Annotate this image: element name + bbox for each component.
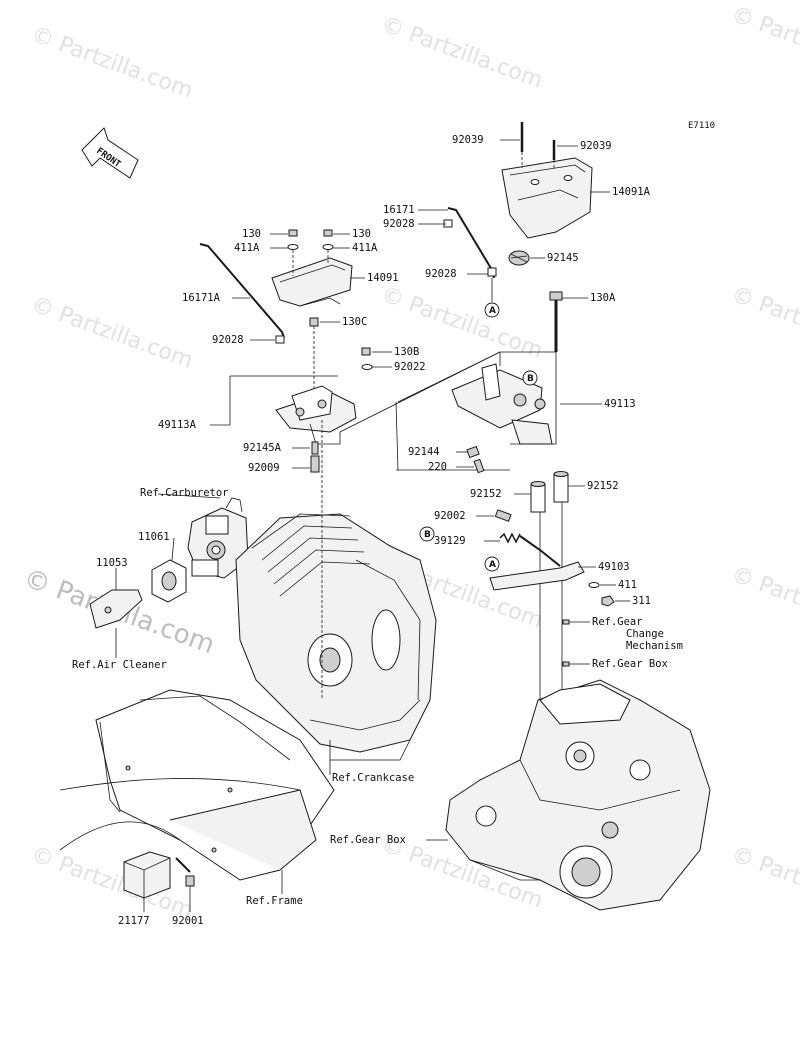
part-label: 92145A xyxy=(243,442,282,454)
crankcase-engine-icon xyxy=(235,420,437,761)
cover-14091a-icon xyxy=(501,157,593,239)
bolt-130-icon xyxy=(287,229,334,276)
gear-box-icon xyxy=(445,679,711,911)
part-label: 92152 xyxy=(470,488,502,500)
watermark: © Partzilla.com xyxy=(28,842,196,924)
bracket-11053-icon xyxy=(89,589,143,629)
part-label: 92028 xyxy=(383,218,415,230)
ref-label: Ref.Gear xyxy=(592,616,643,628)
bolt-130b-icon xyxy=(361,347,373,370)
ref-label: Ref.Carburetor xyxy=(140,487,229,499)
module-21177-icon xyxy=(123,851,171,899)
part-label: 92028 xyxy=(425,268,457,280)
part-label: 11053 xyxy=(96,557,128,569)
part-label: 21177 xyxy=(118,915,150,927)
frame-icon xyxy=(59,689,335,881)
tube-92152-icon xyxy=(530,471,569,513)
watermark: © Partzilla.com xyxy=(728,2,800,84)
part-label: 14091 xyxy=(367,272,399,284)
nut-311-icon xyxy=(601,595,615,607)
part-label: 311 xyxy=(632,595,651,607)
ref-label: Ref.Gear Box xyxy=(330,834,406,846)
part-label: 11061 xyxy=(138,531,170,543)
part-label: 92002 xyxy=(434,510,466,522)
part-label: 14091A xyxy=(612,186,651,198)
watermark: © Partzilla.com xyxy=(728,282,800,364)
lever-49103-icon xyxy=(489,535,585,591)
part-label: 92022 xyxy=(394,361,426,373)
ref-label: Ref.Gear Box xyxy=(592,658,668,670)
ref-label: Ref.Crankcase xyxy=(332,772,414,784)
rod-16171-icon xyxy=(443,207,497,279)
front-arrow-icon: FRONT xyxy=(81,127,139,179)
part-label: 49113A xyxy=(158,419,197,431)
part-label: 130B xyxy=(394,346,419,358)
part-label: 411A xyxy=(234,242,260,254)
part-label: 130 xyxy=(352,228,371,240)
spring-39129-icon xyxy=(499,532,521,544)
carburetor-icon xyxy=(187,497,249,579)
callout-b-label: B xyxy=(527,374,534,384)
part-label: 92001 xyxy=(172,915,204,927)
part-label: 130C xyxy=(342,316,367,328)
callout-a xyxy=(484,556,500,572)
part-label: 49103 xyxy=(598,561,630,573)
watermark: © Partzilla.com xyxy=(728,842,800,924)
watermark: © Partzilla.com xyxy=(28,292,196,374)
ref-label: Ref.Frame xyxy=(246,895,303,907)
part-label: 16171A xyxy=(182,292,221,304)
spring-92145-icon xyxy=(508,250,530,266)
part-label: 92039 xyxy=(580,140,612,152)
callout-b xyxy=(522,370,538,386)
part-label: 92028 xyxy=(212,334,244,346)
diagram-code: E7110 xyxy=(688,121,715,131)
callout-a-label: A xyxy=(489,306,496,316)
spring-92145a-icon xyxy=(310,441,320,473)
part-label: 39129 xyxy=(434,535,466,547)
callout-a xyxy=(484,302,500,318)
part-label: 92009 xyxy=(248,462,280,474)
ref-label: Mechanism xyxy=(626,640,683,652)
part-label: 49113 xyxy=(604,398,636,410)
callout-b xyxy=(419,526,435,542)
callout-a-label: A xyxy=(489,560,496,570)
part-label: 92144 xyxy=(408,446,440,458)
rod-16171a-icon xyxy=(199,243,285,344)
ref-label: Change xyxy=(626,628,664,640)
part-label: 411A xyxy=(352,242,378,254)
part-label: 411 xyxy=(618,579,637,591)
part-label: 16171 xyxy=(383,204,415,216)
bolt-130c-icon xyxy=(309,317,319,392)
part-label: 92039 xyxy=(452,134,484,146)
part-label: 92145 xyxy=(547,252,579,264)
bracket-49113a-icon xyxy=(229,351,501,445)
part-label: 92152 xyxy=(587,480,619,492)
watermark: © Partzilla.com xyxy=(28,22,196,104)
bolt-92001-icon xyxy=(175,857,195,887)
spring-92144-icon xyxy=(466,445,485,474)
bolt-92002-icon xyxy=(494,509,512,522)
part-label: 220 xyxy=(428,461,447,473)
gasket-11061-icon xyxy=(151,559,187,603)
callout-b-label: B xyxy=(424,530,431,540)
ref-label: Ref.Air Cleaner xyxy=(72,659,167,671)
part-label: 130 xyxy=(242,228,261,240)
cover-14091-icon xyxy=(271,257,353,307)
part-label: 130A xyxy=(590,292,616,304)
bracket-49113-icon xyxy=(397,291,563,445)
washer-411-icon xyxy=(588,582,600,588)
bolt-92039-icon xyxy=(520,122,556,168)
watermark: © Partzilla.com xyxy=(728,562,800,644)
watermark: © Partzilla.com xyxy=(378,12,546,94)
